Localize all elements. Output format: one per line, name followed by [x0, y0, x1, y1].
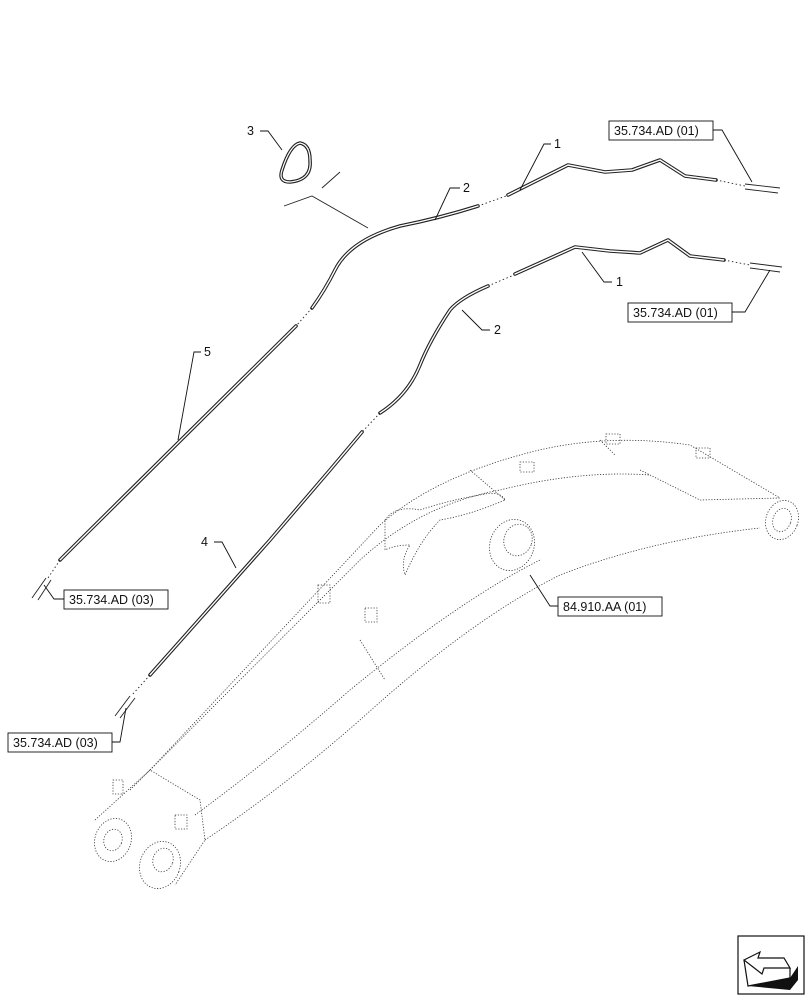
section-marker [283, 171, 369, 229]
callout-item-1-lower: 1 [581, 251, 623, 289]
callout-label-2-lower: 2 [494, 323, 501, 337]
callout-label-5: 5 [204, 345, 211, 359]
callout-label-1-upper: 1 [554, 137, 561, 151]
callout-label-1-lower: 1 [616, 275, 623, 289]
ref-box-left-lower[interactable]: 35.734.AD (03) [7, 707, 127, 753]
boom-assembly [94, 433, 799, 889]
ref-label-left-lower[interactable]: 35.734.AD (03) [13, 736, 98, 750]
pipe-2-lower [361, 274, 515, 433]
callout-label-4: 4 [201, 535, 208, 549]
pipe-4 [114, 430, 364, 719]
ref-box-top-right-lower[interactable]: 35.734.AD (01) [627, 269, 771, 323]
ref-label-top-right-lower[interactable]: 35.734.AD (01) [633, 306, 718, 320]
pipe-1-lower [513, 238, 783, 276]
ref-box-left-upper[interactable]: 35.734.AD (03) [43, 584, 169, 610]
ref-box-top-right-upper[interactable]: 35.734.AD (01) [608, 120, 753, 183]
callout-item-5: 5 [177, 345, 211, 441]
pipe-5 [31, 324, 298, 601]
callout-item-2-upper: 2 [434, 181, 470, 221]
pipe-2-upper [295, 195, 507, 327]
callout-item-4: 4 [201, 535, 237, 569]
callout-label-3: 3 [247, 124, 254, 138]
pipe-1-upper [506, 158, 781, 197]
front-direction-arrow-icon [737, 935, 805, 995]
callout-label-2-upper: 2 [463, 181, 470, 195]
callout-item-1-upper: 1 [519, 137, 561, 191]
callout-item-3: 3 [247, 124, 283, 151]
item-3-clamp [279, 141, 312, 184]
callout-item-2-lower: 2 [461, 309, 501, 337]
ref-label-left-upper[interactable]: 35.734.AD (03) [69, 593, 154, 607]
ref-label-boom[interactable]: 84.910.AA (01) [563, 600, 646, 614]
ref-label-top-right-upper[interactable]: 35.734.AD (01) [614, 124, 699, 138]
ref-box-boom[interactable]: 84.910.AA (01) [529, 574, 663, 617]
